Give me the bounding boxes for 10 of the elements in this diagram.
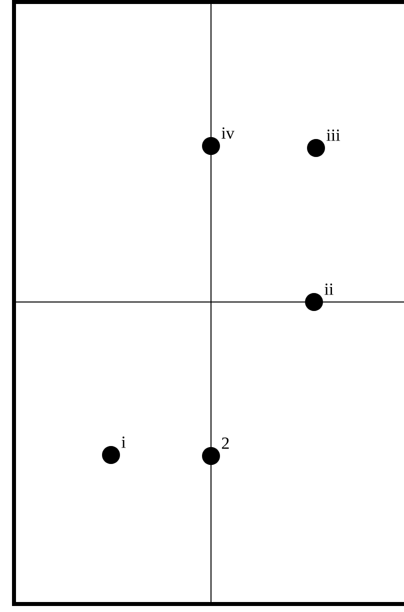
point-label: iv: [222, 127, 234, 139]
point-label: 2: [222, 438, 229, 449]
point-label: i: [122, 436, 126, 448]
dot: [202, 137, 220, 155]
point-label: ii: [324, 284, 334, 295]
dot: [102, 446, 120, 464]
dot: [305, 293, 323, 311]
point-label: iii: [326, 130, 340, 141]
dot: [307, 139, 325, 157]
dot: [202, 447, 220, 465]
